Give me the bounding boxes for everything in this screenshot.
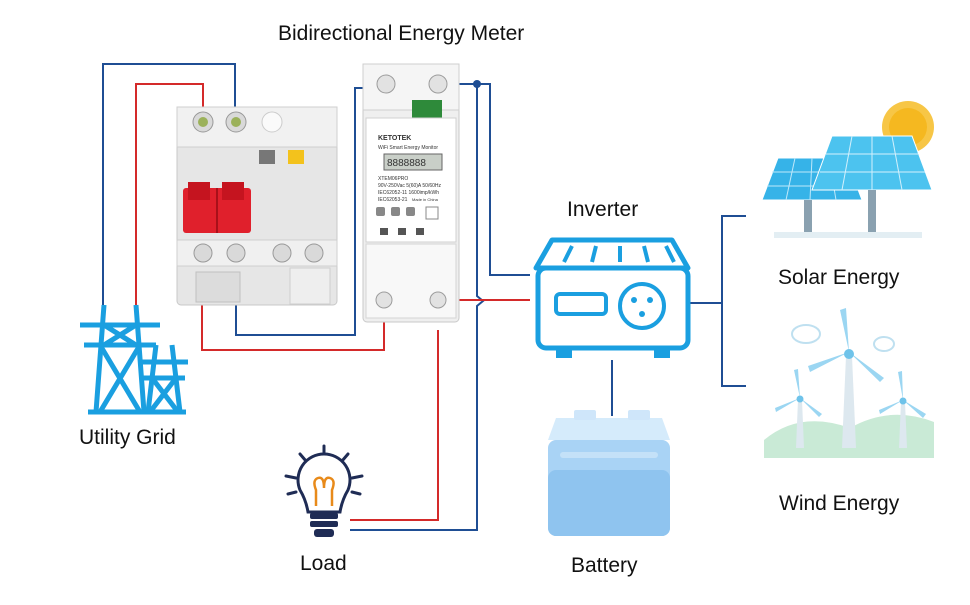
label-load: Load — [300, 552, 347, 575]
wire-meter-inverter-blue — [438, 83, 530, 276]
wire-meter-load-blue — [350, 84, 485, 531]
circuit-breaker — [176, 106, 338, 306]
meter-display: 8888888 — [387, 158, 426, 169]
battery-icon — [548, 410, 670, 536]
wire-meter-load-red — [350, 330, 439, 521]
meter-spec1: 90V-250Vac 5(60)A 50/60Hz — [378, 183, 442, 189]
label-battery: Battery — [571, 554, 638, 577]
wire-grid-blue — [102, 63, 236, 305]
solar-panel-icon — [761, 101, 934, 238]
utility-grid-icon — [80, 304, 188, 415]
energy-meter: KETOTEK WiFi Smart Energy Monitor 888888… — [362, 63, 460, 323]
wire-breaker-meter-red — [201, 262, 385, 351]
meter-model: XTEM06PRO — [378, 176, 408, 182]
label-inverter: Inverter — [567, 198, 639, 221]
wires — [102, 63, 746, 531]
wire-bus-solar-wind — [721, 215, 746, 387]
meter-subtitle: WiFi Smart Energy Monitor — [378, 145, 438, 151]
meter-spec3: IEC62053-21 — [378, 197, 408, 203]
junction-dot — [473, 80, 481, 88]
wire-grid-red — [135, 83, 204, 305]
meter-spec2: IEC62052-11 1600imp/kWh — [378, 190, 439, 196]
wind-turbine-icon — [764, 308, 934, 458]
label-utility-grid: Utility Grid — [79, 426, 176, 449]
label-solar-energy: Solar Energy — [778, 266, 900, 289]
load-bulb-icon — [284, 444, 364, 537]
meter-made: Made in China — [412, 197, 439, 202]
inverter-icon — [533, 237, 691, 358]
meter-brand: KETOTEK — [378, 135, 411, 142]
label-wind-energy: Wind Energy — [779, 492, 900, 515]
page-title: Bidirectional Energy Meter — [278, 22, 525, 45]
